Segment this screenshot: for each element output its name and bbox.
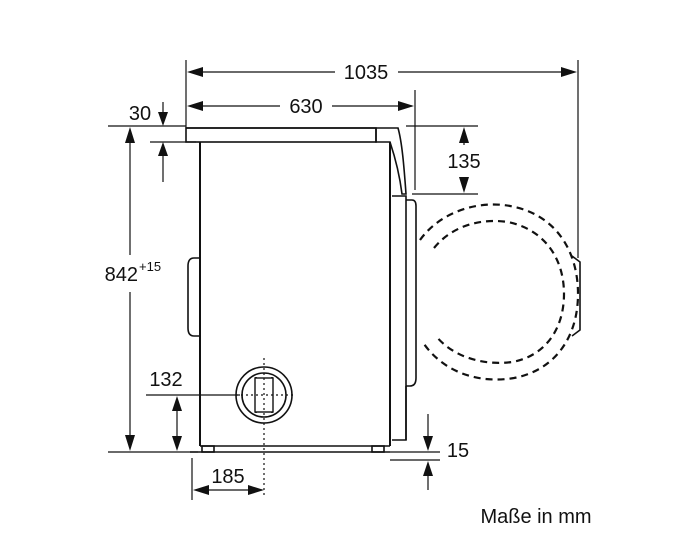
dimension-label-body-depth: 630 — [289, 96, 322, 118]
dimension-hose-offset: 185 — [193, 466, 264, 495]
dimension-body-depth: 630 — [187, 96, 414, 118]
unit-caption: Maße in mm — [480, 506, 591, 528]
dryer-body — [185, 127, 417, 453]
dimension-label-height-tolerance: +15 — [139, 259, 161, 274]
dimension-label-total-depth: 1035 — [344, 62, 389, 84]
dimension-label-hose-offset: 185 — [211, 466, 244, 488]
hose-connection — [235, 358, 294, 495]
dimension-height: 842 +15 — [105, 127, 161, 451]
dimension-label-top-offset: 30 — [129, 103, 151, 125]
open-door-outline — [419, 203, 581, 381]
dimension-door-offset: 135 — [447, 127, 481, 193]
dimension-label-height: 842 — [105, 264, 138, 286]
dimension-hose-height: 132 — [149, 369, 183, 451]
dimension-feet-height: 15 — [423, 414, 469, 490]
extension-lines — [108, 60, 579, 500]
dimension-total-depth: 1035 — [187, 62, 577, 84]
dimension-label-door-offset: 135 — [447, 151, 480, 173]
dimension-label-feet-height: 15 — [447, 440, 469, 462]
dimension-label-hose-height: 132 — [149, 369, 182, 391]
dimension-top-offset: 30 — [129, 102, 168, 182]
